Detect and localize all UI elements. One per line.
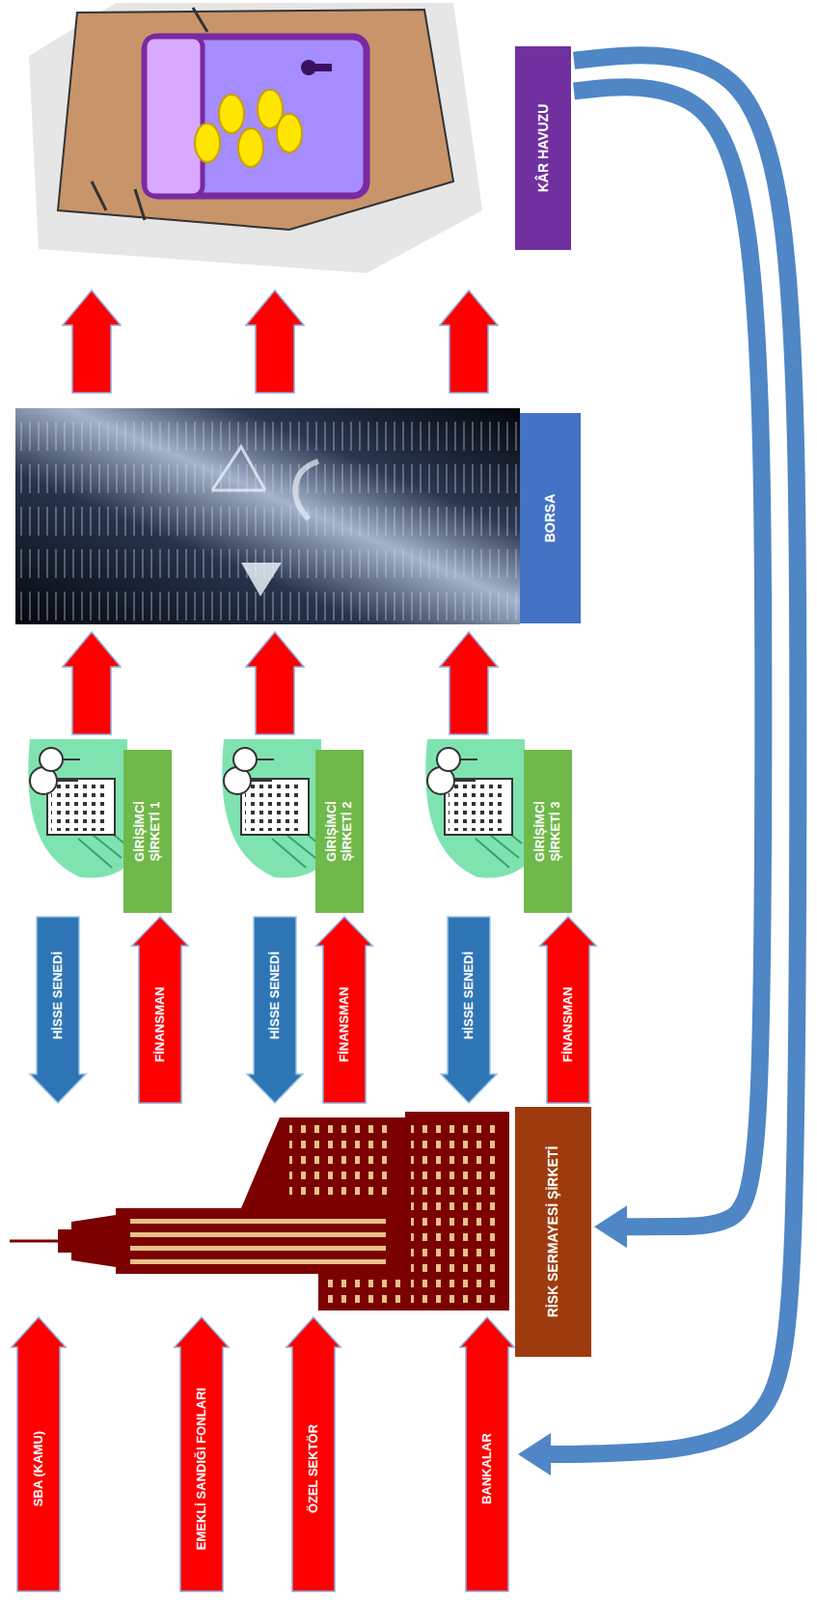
exchange-label: BORSA	[519, 412, 581, 624]
node-label: BANKALAR	[479, 1432, 495, 1504]
pool-label: KÂR HAVUZU	[515, 46, 572, 250]
company-label: GİRİŞİMCİ ŞİRKETİ 1	[123, 749, 172, 913]
share-arrow	[440, 916, 497, 1103]
source-arrow: SBA (KAMU)	[10, 1315, 67, 1592]
arrow-shape	[11, 1316, 66, 1591]
node-label: GİRİŞİMCİ ŞİRKETİ 2	[324, 783, 355, 880]
flow-arrow	[62, 631, 121, 735]
arrow-head	[517, 1432, 551, 1475]
share-arrow	[29, 916, 86, 1103]
flow-arrow	[245, 631, 304, 735]
flow-arrow	[62, 290, 121, 393]
financing-arrow	[316, 916, 373, 1103]
return-arrow	[573, 86, 763, 1248]
return-arrow	[573, 86, 763, 1226]
purse-illustration	[28, 2, 483, 273]
arrow-label: FİNANSMAN	[152, 986, 168, 1063]
arrow-head	[594, 1204, 627, 1248]
share-arrow	[440, 916, 497, 1103]
flow-arrow	[439, 631, 498, 735]
flow-arrow	[439, 631, 498, 735]
node-label: EMEKLİ SANDIĞI FONLARI	[193, 1387, 210, 1550]
source-arrow: ÖZEL SEKTÖR	[285, 1315, 342, 1592]
share-arrow	[29, 916, 86, 1103]
flow-arrow	[245, 290, 304, 393]
company-icon	[27, 738, 128, 878]
node-label: RİSK SERMAYESİ ŞİRKETİ	[544, 1145, 562, 1318]
arrow-label: FİNANSMAN	[560, 986, 576, 1063]
financing-arrow	[540, 916, 597, 1103]
flow-arrow	[62, 290, 121, 393]
flow-arrow	[439, 290, 498, 393]
arrow-label: FİNANSMAN	[336, 986, 353, 1063]
node-label: GİRİŞİMCİ ŞİRKETİ 1	[132, 783, 163, 880]
stock-exchange-picture	[15, 408, 520, 625]
source-arrow: EMEKLİ SANDIĞI FONLARI	[173, 1315, 230, 1592]
node-label: SBA (KAMU)	[30, 1430, 47, 1506]
company-label: GİRİŞİMCİ ŞİRKETİ 3	[523, 749, 572, 913]
arrow-label: HİSSE SENEDİ	[461, 951, 477, 1039]
arrow-label: HİSSE SENEDİ	[267, 951, 283, 1039]
flow-arrow	[245, 290, 304, 393]
building-illustration	[9, 1111, 510, 1310]
node-label: ÖZEL SEKTÖR	[305, 1423, 322, 1513]
arrow-label: HİSSE SENEDİ	[50, 951, 66, 1039]
node-label: BORSA	[542, 493, 559, 544]
node-label: GİRİŞİMCİ ŞİRKETİ 3	[532, 783, 563, 880]
company-icon	[221, 738, 322, 878]
share-arrow	[246, 916, 303, 1103]
financing-arrow	[316, 916, 373, 1103]
flow-arrow	[62, 631, 121, 735]
flow-arrow	[439, 290, 498, 393]
node-label: KÂR HAVUZU	[535, 104, 552, 193]
financing-arrow	[132, 916, 189, 1103]
financing-arrow	[132, 916, 189, 1103]
company-label: RİSK SERMAYESİ ŞİRKETİ	[515, 1106, 592, 1357]
company-label: GİRİŞİMCİ ŞİRKETİ 2	[315, 749, 364, 913]
share-arrow	[246, 916, 303, 1103]
flow-arrow	[245, 631, 304, 735]
arrow-shape	[174, 1316, 229, 1591]
company-icon	[425, 738, 525, 878]
financing-arrow	[540, 916, 597, 1103]
source-arrow: BANKALAR	[459, 1315, 516, 1592]
arrow-shape	[286, 1316, 341, 1591]
return-arrow	[517, 54, 798, 1475]
arrow-shape	[460, 1316, 515, 1591]
